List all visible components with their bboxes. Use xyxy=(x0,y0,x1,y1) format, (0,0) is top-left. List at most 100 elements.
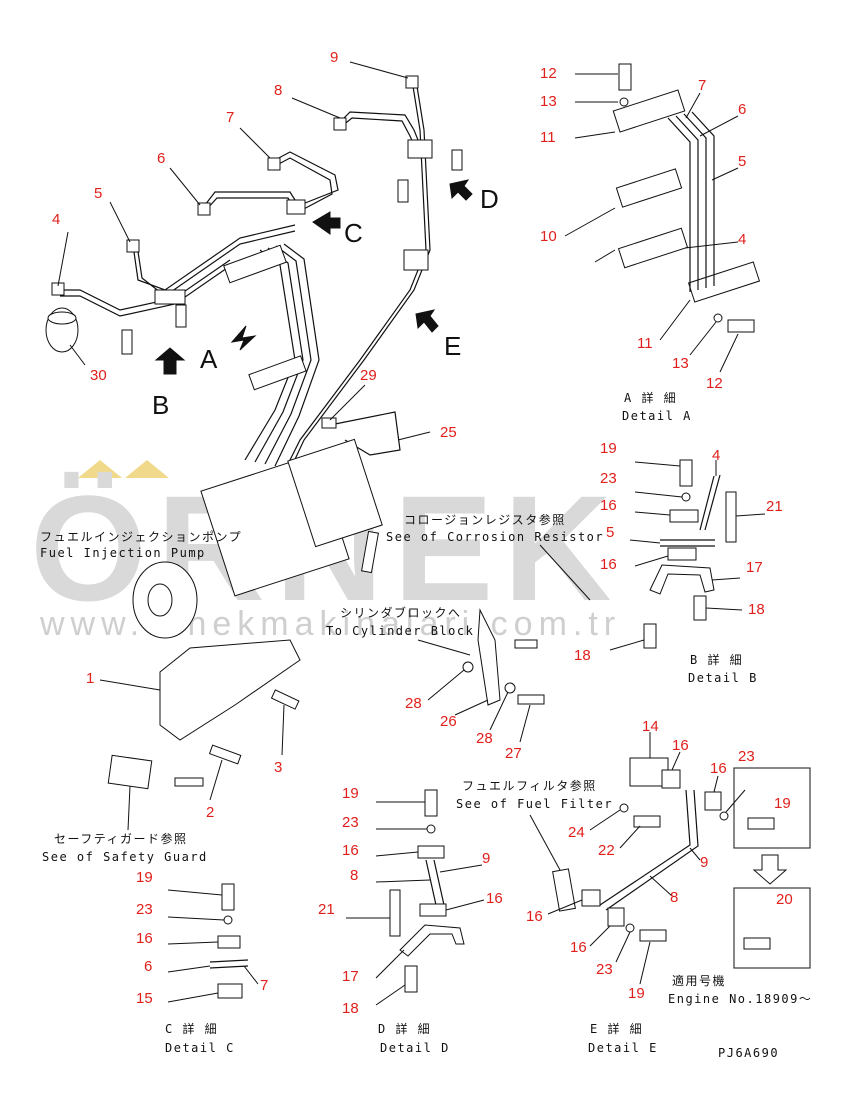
callout-main-3: 3 xyxy=(274,759,282,776)
view-arrow-a-icon xyxy=(230,325,257,351)
detail-d-spacer-18 xyxy=(404,965,418,993)
detail-e-washer-23 xyxy=(719,811,729,821)
callout-e-19: 19 xyxy=(774,795,791,812)
leader-cylinder xyxy=(417,639,471,656)
callout-e-14: 14 xyxy=(642,718,659,735)
leader-5 xyxy=(109,201,131,243)
bolt-27 xyxy=(517,694,545,705)
detail-d-leader-16a xyxy=(375,851,419,857)
callout-d-9: 9 xyxy=(482,850,490,867)
detail-e-clamp-16c xyxy=(581,889,601,907)
callout-main-25: 25 xyxy=(440,424,457,441)
leader-28a xyxy=(427,669,465,701)
pipe-4 xyxy=(60,259,231,311)
leader-corrosion xyxy=(539,544,591,601)
leader-28b xyxy=(489,691,509,731)
detail-c-title-en: Detail C xyxy=(165,1041,235,1055)
detail-b-spacer-18a xyxy=(693,595,707,621)
detail-d-leader-18 xyxy=(375,984,406,1006)
callout-main-29: 29 xyxy=(360,367,377,384)
view-arrow-e-icon xyxy=(415,309,439,333)
detail-e-leader-24 xyxy=(589,809,621,831)
note-safety-en: See of Safety Guard xyxy=(42,850,208,864)
callout-c-7: 7 xyxy=(260,977,268,994)
leader-30 xyxy=(69,344,86,366)
notes: フュエルインジェクションポンプ Fuel Injection Pump コロージ… xyxy=(40,512,812,1060)
detail-a-leader-11t xyxy=(574,131,616,139)
detail-d-bolt-21 xyxy=(389,889,401,937)
callout-a-7: 7 xyxy=(698,77,706,94)
callout-e-16a: 16 xyxy=(672,737,689,754)
callout-main-8: 8 xyxy=(274,82,282,99)
stay-26 xyxy=(477,608,501,706)
detail-e-bracket-16 xyxy=(552,868,576,912)
detail-b: 19 4 23 16 5 16 21 17 18 18 B 詳 細 Detail… xyxy=(574,440,783,685)
detail-e-clamp-16d xyxy=(607,907,625,927)
leader-27 xyxy=(519,704,531,743)
detail-c-title-jp: C 詳 細 xyxy=(165,1021,218,1036)
pipe-7 xyxy=(274,151,339,206)
detail-e-leader-19 xyxy=(639,941,651,985)
callout-b-17: 17 xyxy=(746,559,763,576)
callout-e-9: 9 xyxy=(700,854,708,871)
pipe-8-b xyxy=(341,117,419,155)
washer-28 xyxy=(462,661,474,673)
callout-a-4: 4 xyxy=(738,231,746,248)
detail-b-bracket-17 xyxy=(649,564,715,595)
note-corrosion-jp: コロージョンレジスタ参照 xyxy=(404,512,566,527)
callout-b-16b: 16 xyxy=(600,556,617,573)
detail-e-leader-filter xyxy=(529,814,561,871)
detail-b-leader-16a xyxy=(634,511,671,516)
note-cylinder-en: To Cylinder Block xyxy=(326,624,474,638)
detail-a-leader-12b xyxy=(719,333,739,373)
callout-d-21: 21 xyxy=(318,901,335,918)
detail-a-leader-5 xyxy=(711,167,739,181)
detail-e-inset-arrow-icon xyxy=(752,854,788,885)
clamp-b xyxy=(154,289,186,305)
pipe-end-4 xyxy=(51,282,65,296)
callout-b-18b: 18 xyxy=(574,647,591,664)
detail-b-leader-21 xyxy=(735,513,766,517)
note-applicable-en: Engine No.18909～ xyxy=(668,992,812,1006)
bracket-1 xyxy=(159,639,301,741)
leader-6 xyxy=(169,167,201,206)
detail-a-clamp-lower xyxy=(617,227,689,269)
detail-b-bolt-21 xyxy=(725,491,737,543)
detail-a-leader-10b xyxy=(594,249,616,263)
callout-e-22: 22 xyxy=(598,842,615,859)
detail-b-title-en: Detail B xyxy=(688,671,758,685)
detail-e-bolt-22 xyxy=(633,815,661,828)
callout-b-18a: 18 xyxy=(748,601,765,618)
detail-c-leader-23 xyxy=(167,916,225,921)
detail-b-clamp-16b xyxy=(667,547,697,561)
callout-e-23b: 23 xyxy=(596,961,613,978)
view-arrows: A B C D E xyxy=(152,179,499,420)
spacer-b-1 xyxy=(121,329,133,355)
pipe-bundle-d xyxy=(274,243,320,467)
detail-d-leader-16b xyxy=(445,899,485,911)
detail-c-leader-16 xyxy=(167,941,219,945)
view-arrow-c-icon xyxy=(312,211,341,235)
detail-a-leader-7 xyxy=(685,92,701,119)
detail-e-leader-16c xyxy=(547,899,583,915)
detail-e-clamp-16b xyxy=(704,791,722,811)
detail-e-leader-8 xyxy=(649,875,673,897)
clamp-a-lower xyxy=(248,355,307,391)
callout-e-16b: 16 xyxy=(710,760,727,777)
pipe-9-b xyxy=(289,79,431,471)
callout-e-8: 8 xyxy=(670,889,678,906)
detail-a-leader-6 xyxy=(699,115,739,137)
clamp-c xyxy=(286,199,306,215)
callout-a-13: 13 xyxy=(540,93,557,110)
detail-e-inset-bolt-19 xyxy=(747,817,775,830)
detail-c-washer-23 xyxy=(223,915,233,925)
detail-e: 14 16 16 23 19 24 22 9 8 16 16 23 19 20 … xyxy=(526,718,811,1055)
detail-e-leader-23b xyxy=(615,931,631,963)
leader-8 xyxy=(291,97,341,119)
watermark-accent-right xyxy=(125,460,169,478)
callout-main-2: 2 xyxy=(206,804,214,821)
detail-a-bolt-top xyxy=(618,63,632,91)
leader-1 xyxy=(99,679,161,691)
detail-b-leader-18a xyxy=(705,607,743,611)
